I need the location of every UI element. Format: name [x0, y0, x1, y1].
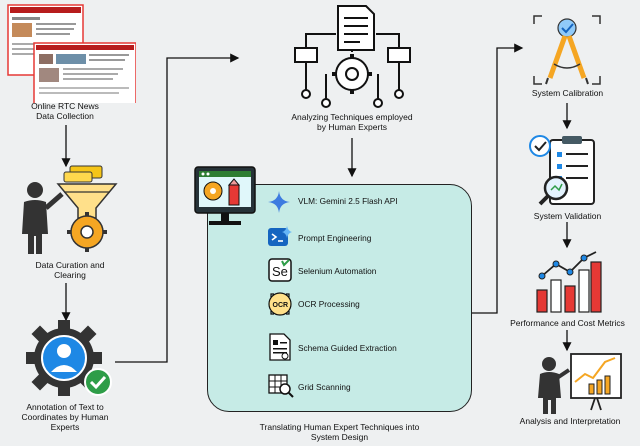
arrow-annotation-to-analyzing — [115, 53, 240, 363]
data-curation-icon — [22, 165, 118, 254]
ocr-icon-text: OCR — [273, 302, 289, 309]
data-curation-label: Data Curation and Clearing — [35, 260, 105, 280]
technique-label-selenium: Selenium Automation — [298, 266, 377, 276]
selenium-icon: Se — [268, 258, 292, 282]
technique-label-ocr: OCR Processing — [298, 299, 360, 309]
performance-label: Performance and Cost Metrics — [510, 318, 625, 328]
prompt-engineering-icon — [268, 226, 292, 246]
gemini-star-icon — [268, 191, 290, 213]
monitor-design-icon — [194, 166, 256, 225]
analyzing-label: Analyzing Techniques employed by Human E… — [291, 112, 413, 132]
system-design-panel — [207, 184, 472, 412]
grid-scan-icon — [268, 374, 294, 398]
technique-label-prompt: Prompt Engineering — [298, 233, 372, 243]
ocr-icon: OCR — [268, 292, 292, 316]
arrow-design-to-calibration — [470, 43, 524, 314]
validation-label: System Validation — [533, 211, 602, 221]
translating-label: Translating Human Expert Techniques into… — [259, 422, 420, 442]
clipboard-validation-icon — [529, 135, 595, 206]
compass-calibration-icon — [533, 15, 601, 85]
analysis-label: Analysis and Interpretation — [519, 416, 621, 426]
document-gear-network-icon — [294, 5, 411, 108]
presenter-analysis-icon — [538, 353, 622, 414]
annotation-label: Annotation of Text to Coordinates by Hum… — [21, 402, 109, 432]
technique-label-schema: Schema Guided Extraction — [298, 343, 397, 353]
annotation-experts-icon — [26, 320, 112, 396]
technique-label-grid: Grid Scanning — [298, 382, 351, 392]
bar-chart-performance-icon — [536, 251, 602, 313]
selenium-icon-text: Se — [272, 264, 288, 279]
news-screenshots-icon — [7, 4, 136, 103]
news-collection-label: Online RTC News Data Collection — [31, 101, 99, 121]
calibration-label: System Calibration — [531, 88, 604, 98]
schema-document-icon — [269, 333, 291, 361]
technique-label-gemini: VLM: Gemini 2.5 Flash API — [298, 196, 398, 206]
